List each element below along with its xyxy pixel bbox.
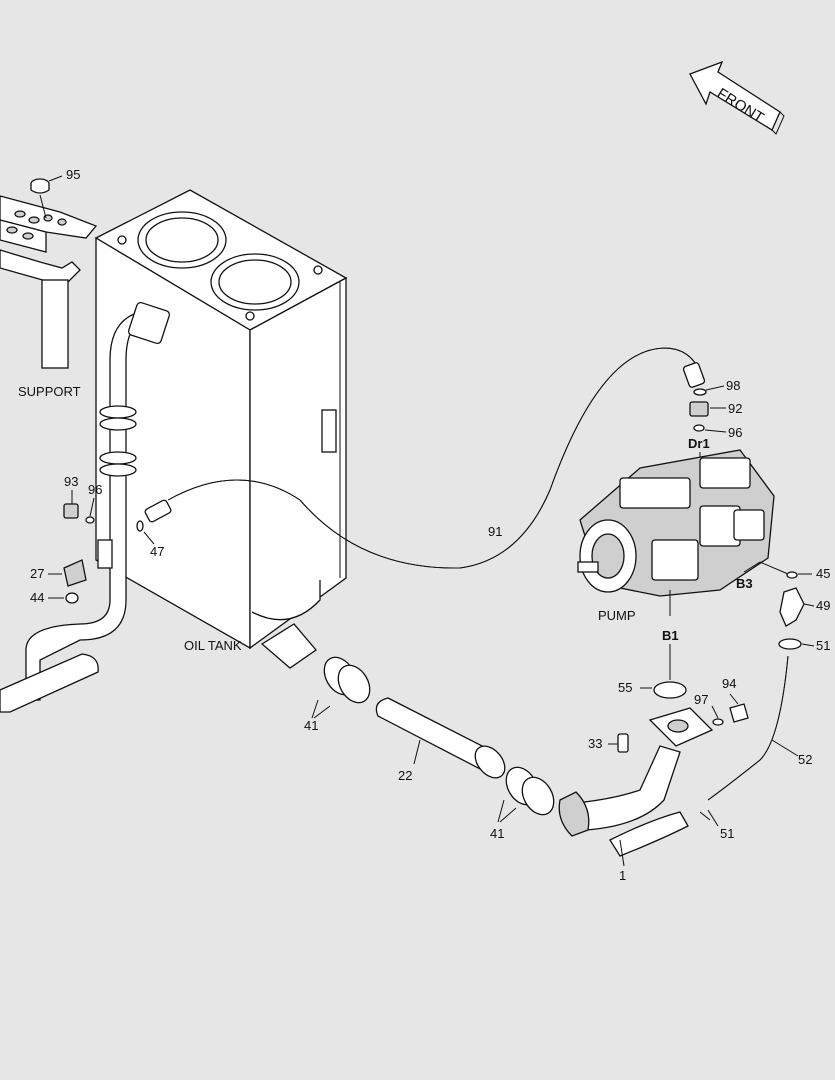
callout-49: 49 — [816, 598, 830, 613]
left-return-line — [0, 301, 171, 713]
left-small-parts — [48, 490, 155, 604]
oring-55 — [640, 644, 687, 699]
callout-55: 55 — [618, 680, 632, 695]
callout-41-top: 41 — [304, 718, 318, 733]
right-fittings — [759, 561, 815, 650]
callout-44: 44 — [30, 590, 44, 605]
callout-45: 45 — [816, 566, 830, 581]
callout-96-left: 96 — [88, 482, 102, 497]
port-b3: B3 — [736, 576, 753, 591]
component-labels: SUPPORT OIL TANK PUMP — [18, 384, 636, 653]
part-95-cap — [30, 175, 63, 219]
callout-97: 97 — [694, 692, 708, 707]
callout-51-bottom: 51 — [720, 826, 734, 841]
callout-96-right: 96 — [728, 425, 742, 440]
small-hardware — [608, 693, 749, 827]
suction-hose-22 — [375, 697, 506, 779]
support-frame — [0, 195, 98, 369]
callout-94: 94 — [722, 676, 736, 691]
hose-52 — [707, 655, 799, 801]
port-labels: Dr1 B1 B3 — [662, 436, 753, 643]
callout-98: 98 — [726, 378, 740, 393]
tank-outlet — [260, 623, 317, 669]
hose-91 — [144, 347, 706, 569]
callout-92: 92 — [728, 401, 742, 416]
callout-52: 52 — [798, 752, 812, 767]
clamps-41 — [311, 656, 555, 823]
callout-91: 91 — [488, 524, 502, 539]
label-pump: PUMP — [598, 608, 636, 623]
callout-47: 47 — [150, 544, 164, 559]
front-arrow: FRONT — [689, 60, 785, 135]
callout-27: 27 — [30, 566, 44, 581]
callout-95: 95 — [66, 167, 80, 182]
suction-pipe-1 — [558, 707, 714, 867]
port-b1: B1 — [662, 628, 679, 643]
label-support: SUPPORT — [18, 384, 81, 399]
callout-labels: 95 98 92 96 93 96 91 47 27 44 45 49 51 5… — [30, 167, 830, 883]
callout-1: 1 — [619, 868, 626, 883]
pump — [577, 449, 775, 616]
label-oil-tank: OIL TANK — [184, 638, 242, 653]
callout-41-bottom: 41 — [490, 826, 504, 841]
callout-22: 22 — [398, 768, 412, 783]
callout-93: 93 — [64, 474, 78, 489]
callout-51-top: 51 — [816, 638, 830, 653]
callout-33: 33 — [588, 736, 602, 751]
oil-tank — [94, 189, 348, 650]
port-dr1: Dr1 — [688, 436, 710, 451]
